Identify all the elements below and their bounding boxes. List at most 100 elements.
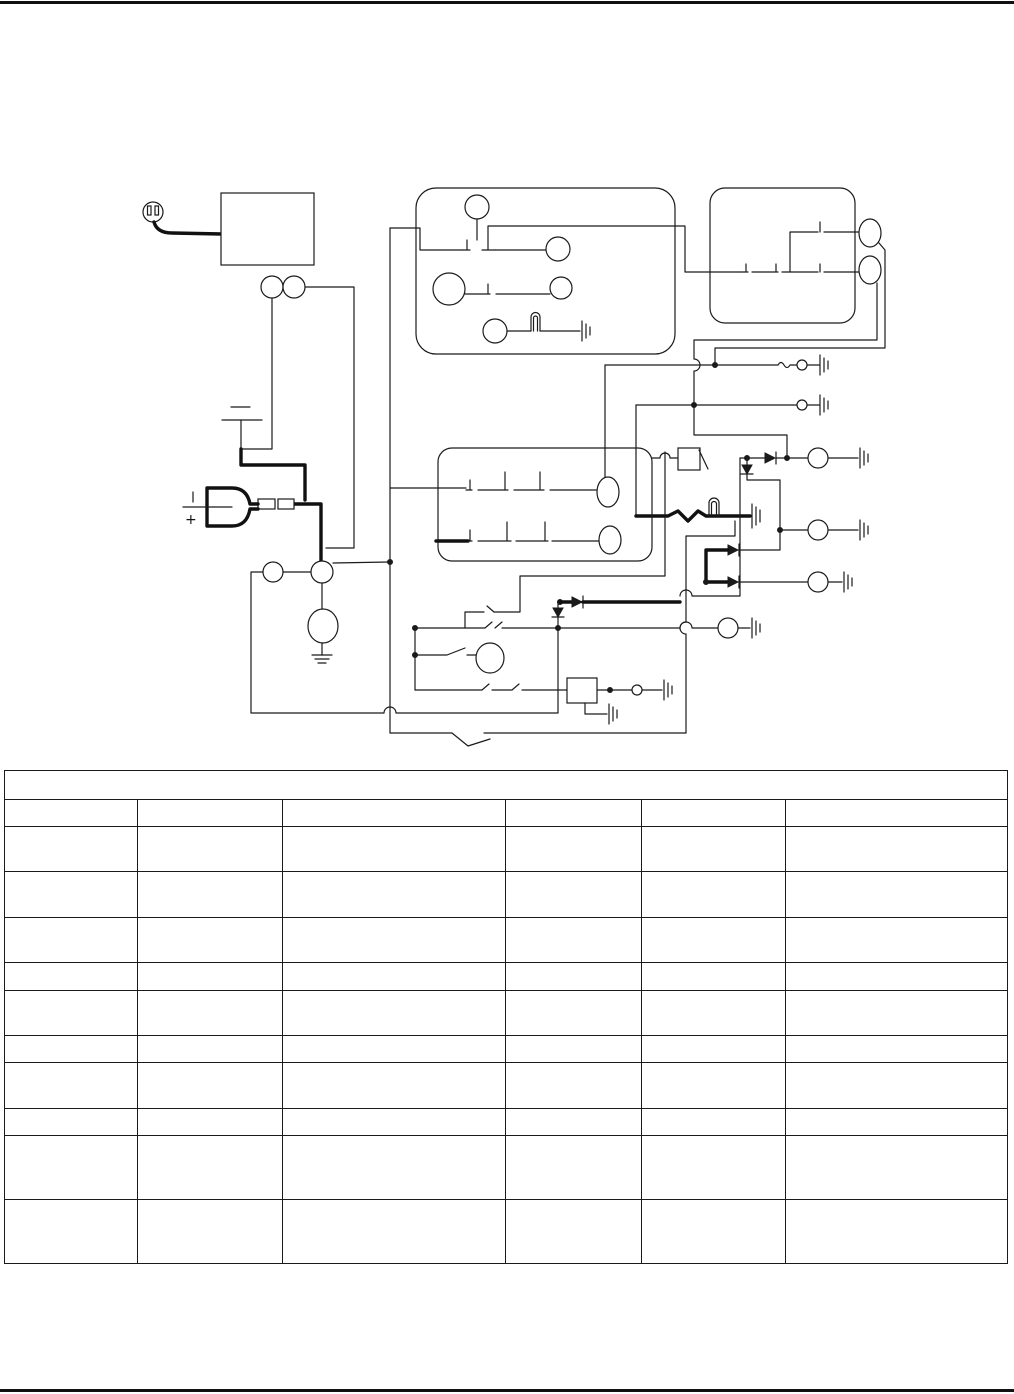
table-cell bbox=[505, 990, 642, 1036]
table-cell bbox=[137, 826, 283, 872]
diode-triangle bbox=[571, 596, 584, 608]
lamp-symbol bbox=[530, 311, 541, 332]
lamp-filament bbox=[710, 500, 718, 517]
charger-box bbox=[220, 192, 315, 266]
table-cell bbox=[137, 1035, 283, 1063]
panel-connector bbox=[545, 236, 571, 262]
switch-contact bbox=[513, 471, 545, 491]
table-cell bbox=[137, 871, 283, 918]
table-cell bbox=[784, 1108, 1009, 1136]
table-cell bbox=[641, 871, 786, 918]
wire bbox=[250, 571, 559, 714]
table-cell bbox=[4, 1062, 138, 1109]
battery-cable bbox=[292, 502, 323, 563]
charger-terminal-left bbox=[260, 275, 284, 299]
table-cell bbox=[784, 1062, 1009, 1109]
charger-terminal-right bbox=[282, 275, 306, 299]
table-row bbox=[4, 962, 1009, 991]
diode-triangle bbox=[552, 607, 564, 619]
switch-contact bbox=[781, 263, 821, 273]
table-cell bbox=[282, 1199, 506, 1264]
circuit-breaker bbox=[262, 561, 284, 583]
table-cell bbox=[784, 962, 1009, 991]
table-cell bbox=[505, 1035, 642, 1063]
wire bbox=[634, 509, 752, 523]
specification-table bbox=[3, 770, 1009, 1264]
wire bbox=[738, 529, 781, 551]
table-cell bbox=[282, 962, 506, 991]
power-cord bbox=[152, 220, 224, 236]
ac-plug bbox=[142, 201, 164, 223]
ground-symbol bbox=[819, 354, 829, 376]
switch-contact bbox=[414, 683, 568, 691]
table-cell bbox=[505, 871, 642, 918]
table-cell bbox=[641, 1108, 786, 1136]
diode bbox=[727, 575, 740, 589]
wire bbox=[332, 561, 391, 564]
panel-switch bbox=[432, 272, 466, 306]
output-terminal bbox=[807, 447, 829, 469]
switch-contact bbox=[465, 479, 473, 491]
wire bbox=[584, 702, 608, 715]
table-cell bbox=[137, 962, 283, 991]
wire bbox=[714, 242, 886, 366]
table-cell bbox=[4, 1199, 138, 1264]
battery-connector bbox=[257, 498, 295, 510]
table-cell bbox=[505, 1108, 642, 1136]
table-header-cell bbox=[4, 799, 138, 827]
table-cell bbox=[137, 917, 283, 963]
table-row bbox=[4, 1035, 1009, 1063]
table-cell bbox=[4, 1035, 138, 1063]
battery-positive-label: + bbox=[185, 512, 197, 528]
cell-symbol bbox=[221, 406, 263, 421]
table-cell bbox=[282, 871, 506, 918]
table-cell bbox=[4, 871, 138, 918]
wire bbox=[693, 282, 878, 459]
table-cell bbox=[505, 1199, 642, 1264]
lamp-bulb bbox=[708, 497, 720, 517]
table-cell bbox=[282, 826, 506, 872]
table-header-cell bbox=[282, 799, 506, 827]
table-row bbox=[4, 990, 1009, 1036]
control-module bbox=[566, 677, 598, 704]
panel-connector bbox=[596, 476, 620, 508]
switch-contact bbox=[477, 521, 512, 542]
panel-indicator bbox=[464, 194, 490, 220]
table-cell bbox=[784, 990, 1009, 1036]
table-cell bbox=[641, 962, 786, 991]
table-cell bbox=[505, 962, 642, 991]
ground-symbol bbox=[751, 503, 761, 529]
panel-connector bbox=[858, 218, 882, 248]
wire bbox=[746, 474, 809, 531]
junction-dot bbox=[607, 687, 613, 693]
ground-symbol bbox=[843, 571, 853, 593]
table-cell bbox=[641, 1199, 786, 1264]
relay bbox=[677, 447, 701, 471]
table-cell bbox=[4, 962, 138, 991]
table-row bbox=[4, 871, 1009, 918]
table-cell bbox=[641, 1135, 786, 1200]
diode-triangle bbox=[764, 452, 777, 464]
ground-symbol bbox=[581, 320, 591, 342]
ground-symbol bbox=[859, 519, 869, 541]
table-cell bbox=[784, 826, 1009, 872]
lamp-filament bbox=[532, 315, 539, 332]
right-control-panel bbox=[709, 187, 856, 324]
panel-connector bbox=[858, 255, 882, 285]
switch-actuator bbox=[475, 642, 505, 674]
table-cell bbox=[282, 1108, 506, 1136]
table-cell bbox=[784, 871, 1009, 918]
switch-contact bbox=[515, 521, 549, 542]
diode bbox=[740, 464, 754, 476]
diode-triangle bbox=[727, 576, 740, 588]
junction-dot bbox=[784, 455, 790, 461]
switch-contact bbox=[464, 283, 491, 295]
plug-prong bbox=[154, 205, 160, 216]
table-header-cell bbox=[641, 799, 786, 827]
switch-contact bbox=[467, 529, 473, 542]
wire bbox=[493, 451, 666, 613]
ground-symbol bbox=[819, 394, 829, 416]
junction-dot bbox=[703, 579, 709, 585]
ground-symbol bbox=[751, 617, 761, 639]
table-header-row bbox=[4, 799, 1009, 827]
